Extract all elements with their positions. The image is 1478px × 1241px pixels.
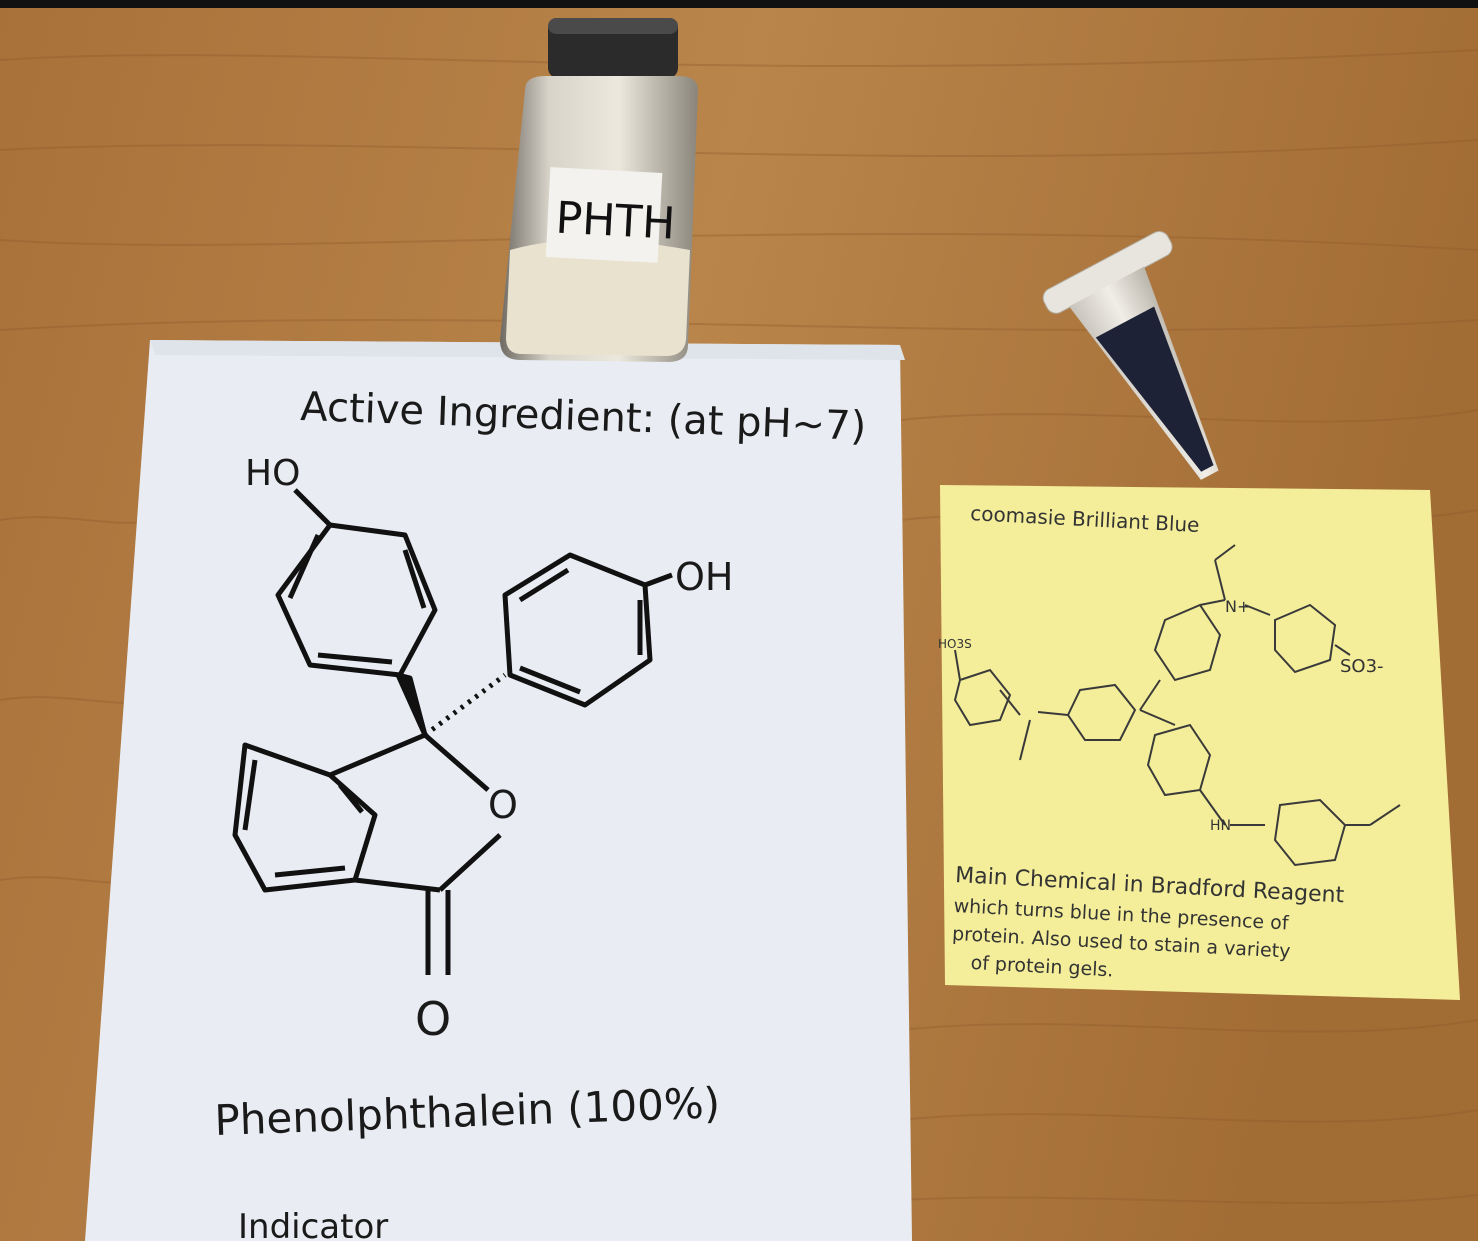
ring-oxygen-label: O (488, 783, 518, 827)
vial-label-bg (545, 167, 663, 263)
coomassie-left-group: HO3S (938, 637, 972, 651)
coomassie-n-plus: N+ (1225, 597, 1250, 616)
dye-tube (1042, 231, 1219, 480)
white-paper-sheet (85, 340, 912, 1241)
top-banner (0, 0, 1478, 8)
phth-vial: PHTH (500, 18, 698, 362)
coomassie-structure (953, 544, 1401, 867)
phenolphthalein-structure (232, 488, 673, 975)
phenolphthalein-ho-label: HO (245, 453, 300, 494)
vial-label-text: PHTH (554, 193, 676, 250)
white-sheet-footer: Indicator (238, 1207, 388, 1241)
carbonyl-oxygen-label: O (415, 992, 451, 1046)
phenolphthalein-oh-label: OH (675, 555, 733, 599)
sticky-note-sheet (940, 485, 1460, 1000)
coomassie-right-group: SO3- (1340, 656, 1384, 677)
coomassie-amine: HN (1210, 818, 1231, 834)
